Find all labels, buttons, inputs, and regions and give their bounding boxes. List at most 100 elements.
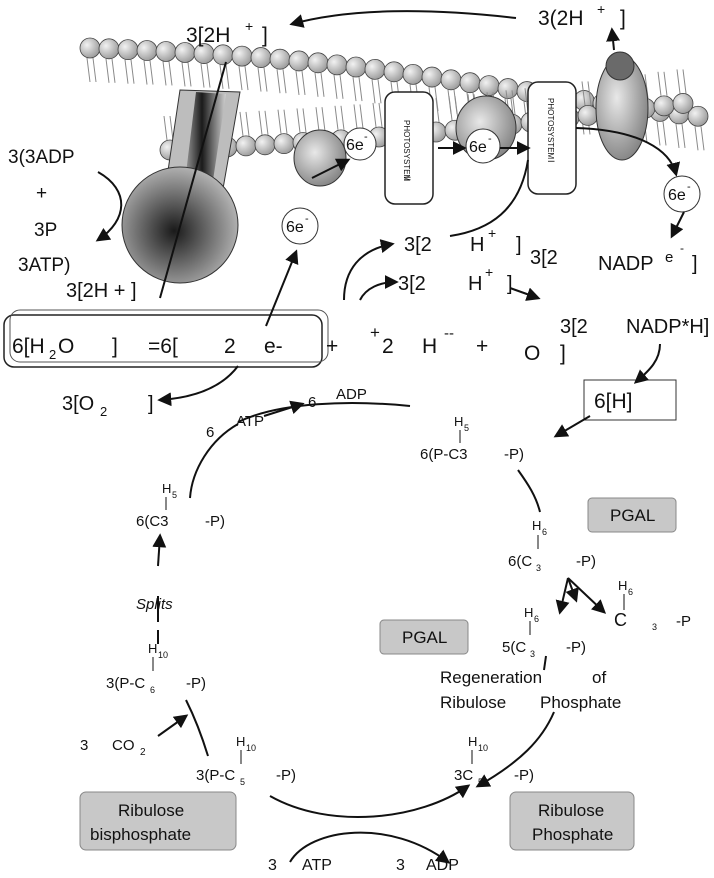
c6-end: -P) [186, 675, 206, 692]
nadp-close: ] [692, 253, 698, 275]
pgal-top-h-sub: 5 [464, 423, 469, 433]
photosystem-2-number: II [402, 176, 412, 181]
h-bottom-label: 3[2H + ] [66, 280, 137, 302]
c3p-left-formula: 6(C3 [136, 513, 169, 530]
lipid-tail [277, 109, 288, 134]
h-plus-a-h: H [470, 234, 484, 256]
h-top-left: 3[2H [186, 24, 230, 47]
arrow-eq-h-b [359, 275, 399, 301]
arrow-to-oxygen [157, 365, 239, 407]
equation-box-shadow [9, 309, 329, 363]
oxygen-sub: 2 [100, 404, 107, 419]
lipid-tail [334, 105, 345, 130]
lipid-head [79, 37, 101, 59]
arc-top [237, 402, 411, 423]
arrow-split-c3 [567, 577, 607, 614]
lipid-tail [124, 59, 135, 84]
lipid-tail [162, 61, 173, 86]
c3-right-h: H [532, 518, 541, 533]
electrons-right-label: 6e [668, 187, 686, 204]
photosystem-2-box [384, 91, 434, 205]
adp-line-1: 3(3ADP [8, 147, 75, 168]
splits-label: Splits [136, 596, 173, 613]
rubp-line-2: bisphosphate [90, 825, 191, 844]
h-top-left-close: ] [262, 24, 268, 47]
arrow-6h-to-pgal [553, 415, 591, 438]
cytochrome-protein [293, 129, 347, 187]
eq-close: ] [560, 342, 566, 365]
c5-right-end: -P) [514, 767, 534, 784]
lipid-tail [657, 71, 668, 96]
lipid-head [269, 48, 291, 70]
lipid-tail [448, 96, 459, 121]
nadp-prefix: 3[2 [530, 247, 558, 269]
c3-single-sub: 3 [652, 622, 657, 632]
electron-markers: 6e - 6e - 6e - 6e - [281, 127, 701, 245]
c3-five-formula: 5(C [502, 639, 526, 656]
c3p-left-end: -P) [205, 513, 225, 530]
lipid-head [345, 56, 367, 78]
lipid-tail [352, 76, 363, 102]
c5-left-end: -P) [276, 767, 296, 784]
lipid-head [117, 39, 139, 61]
c5-left-formula: 3(P-C [196, 767, 235, 784]
regen-word-4: Phosphate [540, 693, 621, 712]
c3-right-formula: 6(C [508, 553, 532, 570]
equation-box [3, 314, 323, 368]
lipid-head [288, 50, 310, 72]
electrons-lower-label: 6e [286, 219, 304, 236]
lipid-tail [296, 108, 307, 133]
co2-coef: 3 [80, 737, 88, 754]
arc-top-right [517, 469, 541, 513]
atp-bottom-label: ATP [302, 857, 332, 874]
lipid-head [273, 133, 295, 155]
co2-sub: 2 [140, 747, 146, 758]
electron-circle-left [343, 127, 377, 161]
h-plus-a-close: ] [516, 234, 522, 256]
electrons-mid-sup: - [488, 133, 492, 145]
lipid-tail [314, 72, 325, 97]
pgal-box-right-label: PGAL [610, 506, 655, 525]
six-h-box [583, 379, 677, 421]
lipid-head [478, 75, 500, 97]
lipid-head [497, 78, 519, 99]
regen-word-3: Ribulose [440, 693, 506, 712]
adp-line-2: 3P [34, 220, 57, 241]
pgal-box-left-label: PGAL [402, 628, 447, 647]
lipid-head [421, 66, 443, 88]
arrow-rubp-to-c5 [269, 784, 471, 818]
photosystem-1-number: I [546, 160, 556, 163]
adp-plus: + [36, 183, 47, 204]
nadp-e: e [665, 249, 673, 266]
lipid-tail [295, 70, 306, 95]
arrow-to-c3p [152, 533, 167, 567]
eq-plus-1: + [326, 335, 338, 358]
nadp-e-minus: - [680, 241, 684, 255]
h-top-right: 3(2H [538, 7, 584, 30]
lipid-head [98, 38, 120, 60]
lipid-head [326, 54, 348, 76]
eq-lhs-sub: 2 [49, 347, 56, 362]
h-plus-b-prefix: 3[2 [398, 273, 426, 295]
lipid-tail [676, 69, 687, 94]
lipid-tail [239, 111, 250, 136]
lipid-tail [200, 63, 211, 88]
line-c3five-down [543, 655, 547, 671]
arrow-split-right [565, 577, 579, 603]
c3-single-h: H [618, 578, 627, 593]
atp-synthase [121, 89, 241, 284]
eq-lhs-o: O [58, 335, 74, 358]
lipid-head [307, 52, 329, 74]
c6-h-sub: 10 [158, 650, 168, 660]
photosystem-1-label: PHOTOSYSTEM [546, 98, 555, 160]
c6-sub: 6 [150, 685, 155, 695]
arrow-nadph-to-6h [633, 343, 661, 384]
pgal-top-formula: 6(P-C3 [420, 446, 468, 463]
h-top-left-sup: + [245, 18, 253, 34]
rup-line-2: Phosphate [532, 825, 613, 844]
line-ps1-down [449, 159, 529, 237]
lipid-head [155, 41, 177, 62]
eq-h-sup: -- [444, 325, 454, 342]
lipid-head [212, 44, 234, 66]
lipid-tail [86, 57, 97, 83]
